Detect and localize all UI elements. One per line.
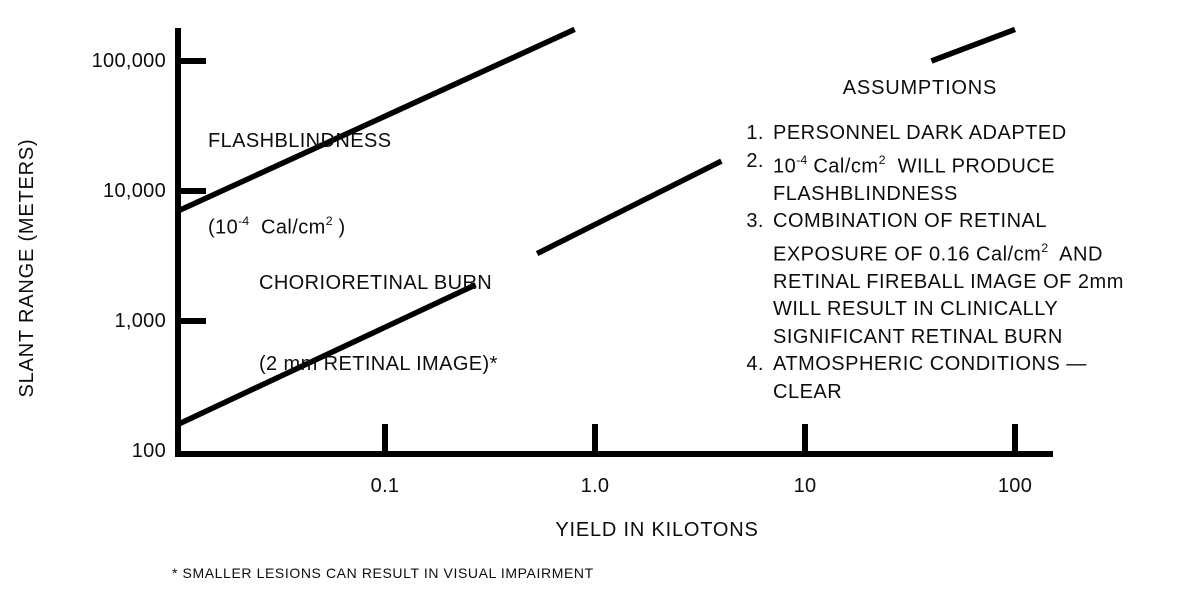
assumption-item-4: 4. ATMOSPHERIC CONDITIONS — CLEAR [740,351,1160,406]
footnote-text: * SMALLER LESIONS CAN RESULT IN VISUAL I… [172,565,594,581]
flashblindness-curve-label-line1: FLASHBLINDNESS [208,130,392,152]
assumption-text-line: SIGNIFICANT RETINAL BURN [773,325,1063,348]
assumption-item-2: 2. 10-4 Cal/cm2 WILL PRODUCE FLASHBLINDNES… [740,148,1160,209]
y-axis-title: SLANT RANGE (METERS) [16,138,38,398]
assumption-text-line: ATMOSPHERIC CONDITIONS — [773,353,1087,376]
assumption-text: COMBINATION OF RETINAL EXPOSURE OF 0.16 C… [773,208,1124,351]
assumptions-title: ASSUMPTIONS [842,77,998,99]
flashblindness-curve-label-line2: (10-4 Cal/cm2 ) [208,214,346,239]
x-tick-label: 100 [997,475,1033,497]
assumption-text-line: EXPOSURE OF 0.16 Cal/cm2 AND [773,240,1103,266]
assumption-text-line: WILL RESULT IN CLINICALLY [773,298,1059,321]
chorioretinal-curve-label-line2: (2 mm RETINAL IMAGE)* [259,353,498,375]
assumption-text: PERSONNEL DARK ADAPTED [773,120,1067,148]
assumption-number: 2. [746,149,764,172]
assumption-number: 4. [746,353,764,376]
y-tick-label: 1,000 [114,310,166,332]
y-tick-label: 10,000 [103,180,166,202]
y-tick-label: 100 [131,440,166,462]
x-tick-label: 0.1 [370,475,400,497]
assumption-text-line: 10-4 Cal/cm2 WILL PRODUCE [773,152,1056,178]
assumption-text-line: RETINAL FIREBALL IMAGE OF 2mm [773,270,1124,293]
assumption-number: 3. [746,210,764,233]
flashblindness-line [176,26,576,214]
x-tick-label: 1.0 [580,475,610,497]
assumption-text: 10-4 Cal/cm2 WILL PRODUCE FLASHBLINDNESS [773,148,1055,209]
chorioretinal-curve-label: CHORIORETINAL BURN (2 mm RETINAL IMAGE)* [259,216,498,432]
assumption-number: 1. [746,122,764,144]
chorioretinal-burn-line [176,282,477,427]
assumption-text-line: CLEAR [773,380,843,403]
assumption-item-3: 3. COMBINATION OF RETINAL EXPOSURE OF 0.16… [740,208,1160,351]
chorioretinal-burn-line [535,158,723,257]
assumption-text-line: COMBINATION OF RETINAL [773,210,1047,233]
flashblindness-curve-label: FLASHBLINDNESS (10-4 Cal/cm2 ) [208,74,391,296]
assumptions-list: 1. PERSONNEL DARK ADAPTED 2. 10-4 Cal/cm2 W… [740,120,1160,406]
assumption-text-line: FLASHBLINDNESS [773,182,958,205]
assumption-item-1: 1. PERSONNEL DARK ADAPTED [740,120,1160,148]
chorioretinal-curve-label-line1: CHORIORETINAL BURN [259,272,493,294]
x-axis-title: YIELD IN KILOTONS [555,519,759,541]
assumption-text-line: PERSONNEL DARK ADAPTED [773,122,1067,144]
assumption-text: ATMOSPHERIC CONDITIONS — CLEAR [773,351,1087,406]
flashblindness-line [930,26,1016,64]
y-tick-label: 100,000 [91,50,166,72]
x-tick-label: 10 [793,475,817,497]
